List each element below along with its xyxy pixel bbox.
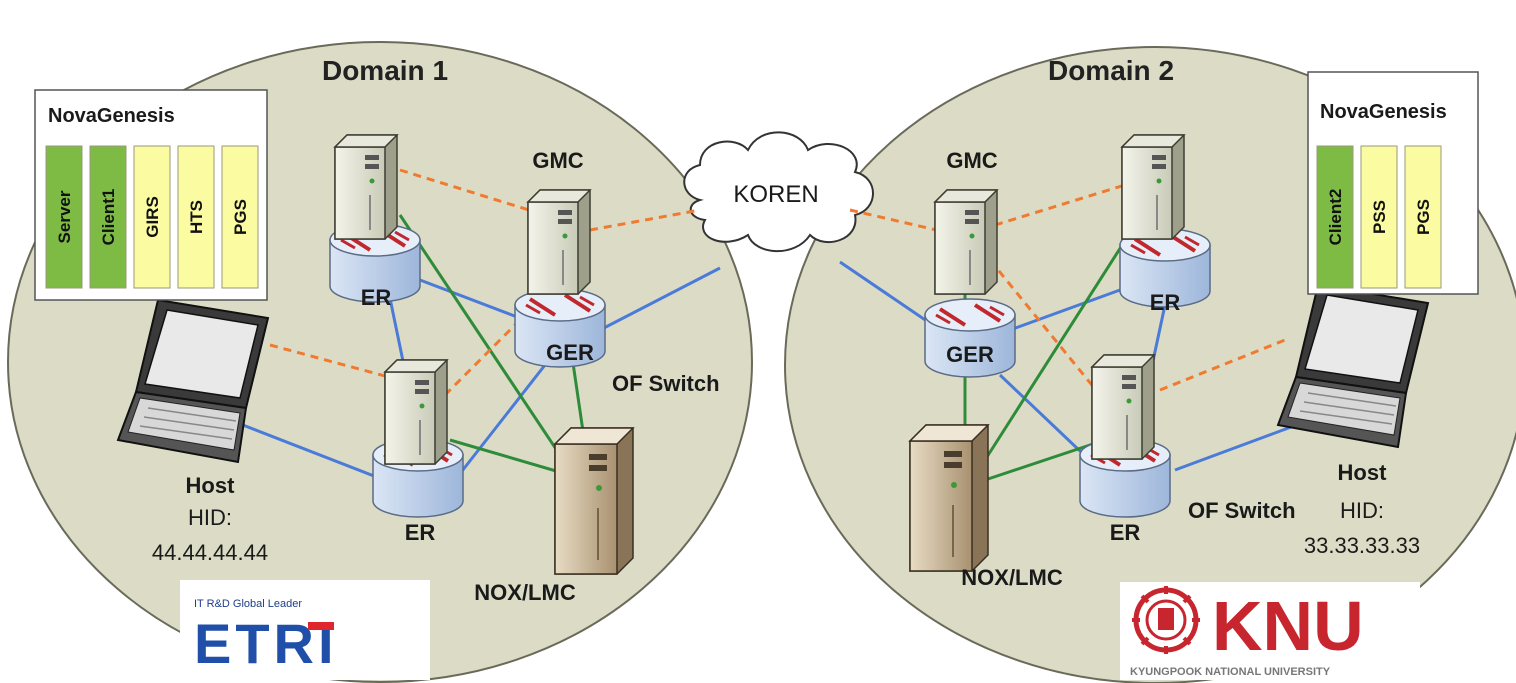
etri-name: ETRI	[194, 612, 338, 675]
hid-value: 33.33.33.33	[1304, 533, 1420, 558]
novagenesis-box-domain-1: NovaGenesis Server Client1 GIRS HTS PGS	[34, 89, 268, 301]
component-slot	[177, 145, 215, 289]
koren-cloud: KOREN	[683, 131, 874, 253]
hid-label: HID:	[1340, 498, 1384, 523]
component-label: GIRS	[143, 196, 162, 238]
component-label: Server	[55, 190, 74, 243]
gmc-label: GMC	[946, 148, 997, 173]
domain-2-nox-lmc: NOX/LMC	[909, 424, 1063, 590]
nox-lmc-label: NOX/LMC	[961, 565, 1063, 590]
domain-1-title: Domain 1	[322, 55, 448, 86]
er-label: ER	[361, 285, 392, 310]
component-label: HTS	[187, 200, 206, 234]
component-slot	[89, 145, 127, 289]
component-slot	[1360, 145, 1398, 289]
component-slot	[221, 145, 259, 289]
nox-lmc-label: NOX/LMC	[474, 580, 576, 605]
etri-tagline: IT R&D Global Leader	[194, 598, 302, 610]
er-label: ER	[1150, 290, 1181, 315]
domain-1-host: Host HID: 44.44.44.44	[117, 299, 269, 565]
er-label: ER	[1110, 520, 1141, 545]
knu-subtitle: KYUNGPOOK NATIONAL UNIVERSITY	[1130, 666, 1331, 678]
component-label: PSS	[1370, 200, 1389, 234]
novagenesis-title: NovaGenesis	[1320, 101, 1447, 123]
domain-1-ger: GMC GER	[513, 148, 607, 369]
of-switch-label: OF Switch	[612, 371, 720, 396]
component-slot	[1404, 145, 1442, 289]
ger-label: GER	[546, 340, 594, 365]
knu-emblem-icon	[1132, 586, 1200, 654]
hid-label: HID:	[188, 505, 232, 530]
knu-name: KNU	[1212, 587, 1364, 665]
component-label: Client1	[99, 189, 118, 246]
domain-2-bottom-er: ER	[1078, 354, 1172, 545]
domain-1-nox-lmc: NOX/LMC	[474, 427, 634, 605]
hid-value: 44.44.44.44	[152, 540, 268, 565]
ger-label: GER	[946, 342, 994, 367]
domain-2-host: Host HID: 33.33.33.33	[1277, 284, 1429, 558]
novagenesis-title: NovaGenesis	[48, 105, 175, 127]
domain-1-bottom-er: ER	[371, 359, 465, 545]
component-slot	[45, 145, 83, 289]
domain-2-top-er: ER	[1118, 134, 1212, 315]
component-label: PGS	[1414, 199, 1433, 235]
knu-logo: KNU KYUNGPOOK NATIONAL UNIVERSITY	[1120, 582, 1420, 680]
domain-2-title: Domain 2	[1048, 55, 1174, 86]
er-label: ER	[405, 520, 436, 545]
component-label: PGS	[231, 199, 250, 235]
component-label: Client2	[1326, 189, 1345, 246]
novagenesis-box-domain-2: NovaGenesis Client2 PSS PGS	[1307, 71, 1479, 295]
gmc-label: GMC	[532, 148, 583, 173]
of-switch-label: OF Switch	[1188, 498, 1296, 523]
component-slot	[1316, 145, 1354, 289]
domain-2-ger: GMC GER	[923, 148, 1017, 379]
domain-1-top-er: ER	[328, 134, 422, 310]
host-label: Host	[1338, 460, 1388, 485]
etri-logo: IT R&D Global Leader ETRI	[180, 580, 430, 680]
component-slot	[133, 145, 171, 289]
cloud-label: KOREN	[733, 181, 818, 208]
host-label: Host	[186, 473, 236, 498]
